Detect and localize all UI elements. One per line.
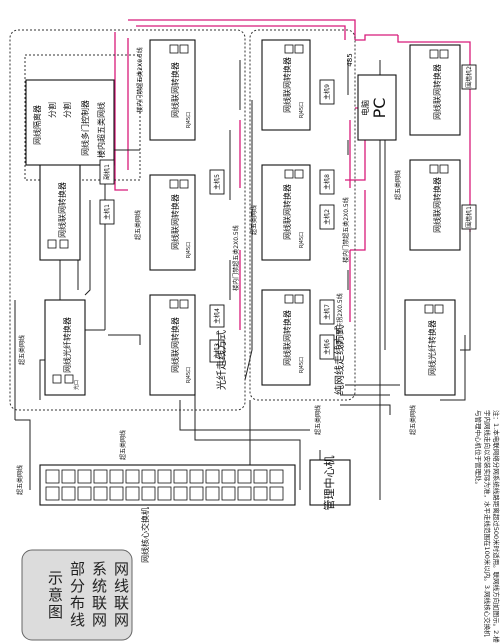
pc-sub-label: 电脑 <box>360 100 370 116</box>
host-u6: 主机6 <box>323 339 331 355</box>
host-u2: 主机2 <box>323 209 331 225</box>
cable-labels: 楼内门禁超五类2X0.5线 楼内门禁超五类2X0.5线 楼内门禁超五类2X0.5… <box>16 47 417 495</box>
rj45-tag-6: RJ45口 <box>299 357 305 373</box>
device-labels: 网线联网转换器 网线联网转换器 网线联网转换器 网线联网转换器 网线光纤转换器 … <box>32 53 442 563</box>
host-labels: 副机1 主机1 主机3 主机4 主机5 主机9 主机8 主机2 主机7 主机6 … <box>103 66 473 359</box>
host-boxes <box>99 64 477 363</box>
host-u1: 主机1 <box>103 204 111 220</box>
page-title: 网线联网系统联网部分布线示意图 <box>46 561 130 629</box>
cable-cat5-4: 超五类网线 <box>314 405 322 435</box>
host-u8: 主机8 <box>323 174 331 190</box>
host-u7: 主机7 <box>323 304 331 320</box>
net-converter-label-5: 网线联网转换器 <box>282 184 292 240</box>
switch-ports <box>45 469 284 501</box>
fiber-converter-label-1: 网线联网转换器 <box>57 182 67 238</box>
gate-g2: 围墙机2 <box>465 66 473 88</box>
cable-cat5-7: 超五类网线 <box>250 205 258 235</box>
title-box <box>21 549 133 641</box>
fiber-section-caption: 光纤走线方式 <box>215 330 228 390</box>
rj45-tag-1: RJ45口 <box>186 112 192 128</box>
cable-cat5-3: 超五类网线 <box>119 430 127 460</box>
floor-ctrl-label: 楼内超五类网线 <box>96 102 106 158</box>
cable-cat5-8: 超五类网线 <box>134 210 142 240</box>
rj45-tag-3: RJ45口 <box>186 367 192 383</box>
pc-label: PC <box>370 98 389 119</box>
net-converter-label-6: 网线联网转换器 <box>282 310 292 366</box>
rj45-tag-2: RJ45口 <box>186 242 192 258</box>
host-u3: 主机3 <box>213 343 221 359</box>
cable-pink-3: 楼内门禁超五类2X0.5线 <box>342 197 350 262</box>
net-converter-label-8: 网线联网转换器 <box>432 177 442 233</box>
fiber-converter-label-3: 网线光纤转换器 <box>427 320 437 376</box>
core-switch-label: 网线核心交换机 <box>140 507 150 563</box>
net-converter-label-3: 网线联网转换器 <box>170 317 180 373</box>
net-converter-label-4: 网线联网转换器 <box>282 57 292 113</box>
host-u4: 主机4 <box>213 308 221 324</box>
section-frames <box>9 29 356 411</box>
notes-area: 注：1.本电联网络分网系统线路距离超过500米时适用。联网线方向如图示。2.楼宇… <box>474 410 500 643</box>
cable-cat5-5: 超五类网线 <box>409 405 417 435</box>
cable-cat5-1: 超五类网线 <box>18 335 26 365</box>
net-converter-label-1: 网线联网转换器 <box>170 62 180 118</box>
net-converter-label-7: 网线联网转换器 <box>432 64 442 120</box>
center-label: 管理中心机 <box>322 456 336 511</box>
isolator-label: 网线隔离器 <box>32 105 42 145</box>
net-converter-label-2: 网线联网转换器 <box>170 194 180 250</box>
lobby-ctrl-label: 网线多门控制器 <box>80 100 90 156</box>
cable-pink-4: 楼门禁卡拐2X0.5线 <box>336 293 344 346</box>
cable-cat5-2: 超五类网线 <box>16 465 24 495</box>
splitter-label-2: 分割 <box>62 102 72 118</box>
fiber-port-tag: 光口 <box>73 380 80 390</box>
unit-ports <box>47 44 449 384</box>
cable-pink-2: 楼内门禁超五类2X0.5线 <box>232 225 240 290</box>
host-u5: 主机5 <box>213 174 221 190</box>
splitter-label-1: 分割 <box>47 102 57 118</box>
pc-ports: 485 <box>346 53 354 66</box>
rj45-tag-4: RJ45口 <box>299 102 305 118</box>
fiber-converter-label-2: 网线光纤转换器 <box>62 317 72 373</box>
rj45-tag-5: RJ45口 <box>299 232 305 248</box>
notes-text: 注：1.本电联网络分网系统线路距离超过500米时适用。联网线方向如图示。2.楼宇… <box>474 410 500 643</box>
network-section-caption: 纯网线走线方式 <box>333 325 346 395</box>
host-u9: 主机9 <box>323 84 331 100</box>
cable-cat5-6: 超五类网线 <box>394 170 402 200</box>
cable-pink-1: 楼内门禁超五类2X0.5线 <box>136 47 144 112</box>
host-sub1: 副机1 <box>103 164 111 180</box>
gate-g1: 围墙机1 <box>465 206 473 228</box>
